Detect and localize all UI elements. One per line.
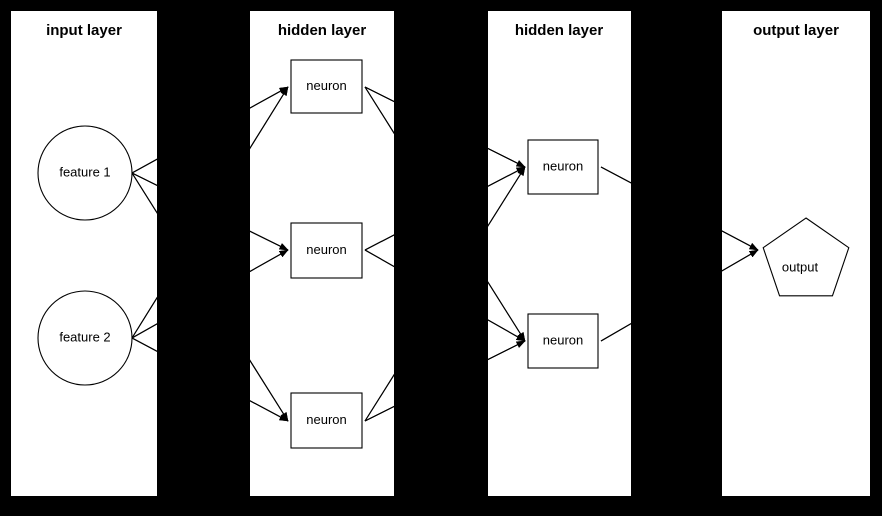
node-rect-h1-neuron-1[interactable] [290, 59, 363, 114]
title-hidden-layer-2: hidden layer [515, 22, 604, 39]
node-rect-h2-neuron-1[interactable] [527, 139, 599, 195]
node-label-h1-neuron-2: neuron [306, 242, 346, 257]
gap-mask-6 [0, 496, 882, 516]
node-label-h1-neuron-1: neuron [306, 78, 346, 93]
node-label-h2-neuron-1: neuron [543, 158, 583, 173]
node-rect-h1-neuron-3[interactable] [290, 392, 363, 449]
node-label-output-node: output [782, 259, 819, 274]
edge-e-g2-out [600, 322, 631, 342]
gap-mask-3 [0, 0, 11, 516]
node-circle-feature-2[interactable] [37, 290, 133, 386]
edge-e-h3-g1 [488, 166, 526, 227]
edge-e-h2-g2 [364, 249, 394, 268]
edge-e-h2-g1 [488, 166, 526, 187]
edge-e-f1-h3 [250, 359, 289, 422]
edge-e-h3-g2 [488, 340, 526, 361]
node-rect-h2-neuron-2[interactable] [527, 313, 599, 369]
edge-e-h1-g2 [364, 86, 394, 135]
node-h1-neuron-1[interactable]: neuron [290, 59, 363, 114]
edges-in-output-layer [722, 230, 759, 272]
node-circle-feature-1[interactable] [37, 125, 133, 221]
node-h2-neuron-2[interactable]: neuron [527, 313, 599, 369]
edges-in-hidden-layer-2 [488, 147, 631, 361]
edge-e-h1-g1 [488, 147, 526, 168]
connection-edges-visible [131, 86, 759, 422]
edge-e-f2-h1 [250, 86, 289, 150]
node-label-h1-neuron-3: neuron [306, 412, 346, 427]
edge-e-h1-g2 [488, 281, 526, 342]
edge-e-h3-g2 [364, 405, 394, 422]
node-output-node[interactable]: output [762, 217, 850, 297]
edge-e-f1-h1 [250, 86, 289, 109]
title-hidden-layer-1: hidden layer [278, 22, 367, 39]
edge-e-f2-h3 [250, 400, 289, 422]
node-h2-neuron-1[interactable]: neuron [527, 139, 599, 195]
edge-e-h2-g2 [488, 319, 526, 342]
edge-e-h3-g1 [364, 373, 394, 422]
edge-e-h2-g1 [364, 234, 394, 251]
edge-e-f2-h2 [250, 249, 289, 273]
node-label-h2-neuron-2: neuron [543, 332, 583, 347]
edge-e-g2-out [722, 249, 759, 272]
panel-input-layer [11, 11, 157, 496]
node-label-feature-1: feature 1 [59, 164, 110, 179]
title-input-layer: input layer [46, 22, 122, 39]
network-nodes: feature 1 feature 2 neuron neuron neuron neur… [37, 59, 850, 449]
edge-e-g1-out [722, 230, 759, 251]
node-label-feature-2: feature 2 [59, 329, 110, 344]
gap-mask-2 [631, 0, 722, 516]
edge-e-h1-g1 [364, 86, 394, 103]
layer-titles: input layer hidden layer hidden layer outpu… [46, 22, 839, 39]
gap-mask-1 [394, 0, 488, 516]
gap-mask-4 [870, 0, 882, 516]
node-rect-h1-neuron-2[interactable] [290, 222, 363, 279]
edge-e-g1-out [600, 166, 631, 184]
panel-hidden-layer-2 [488, 11, 631, 496]
edge-e-f1-h2 [250, 230, 289, 251]
node-h1-neuron-2[interactable]: neuron [290, 222, 363, 279]
gap-mask-5 [0, 0, 882, 11]
edges-in-hidden-layer-1 [250, 86, 394, 422]
title-output-layer: output layer [753, 22, 839, 39]
gap-mask-0 [157, 0, 250, 516]
node-pentagon-output-node[interactable] [762, 217, 850, 297]
node-h1-neuron-3[interactable]: neuron [290, 392, 363, 449]
node-feature-1[interactable]: feature 1 [37, 125, 133, 221]
node-feature-2[interactable]: feature 2 [37, 290, 133, 386]
